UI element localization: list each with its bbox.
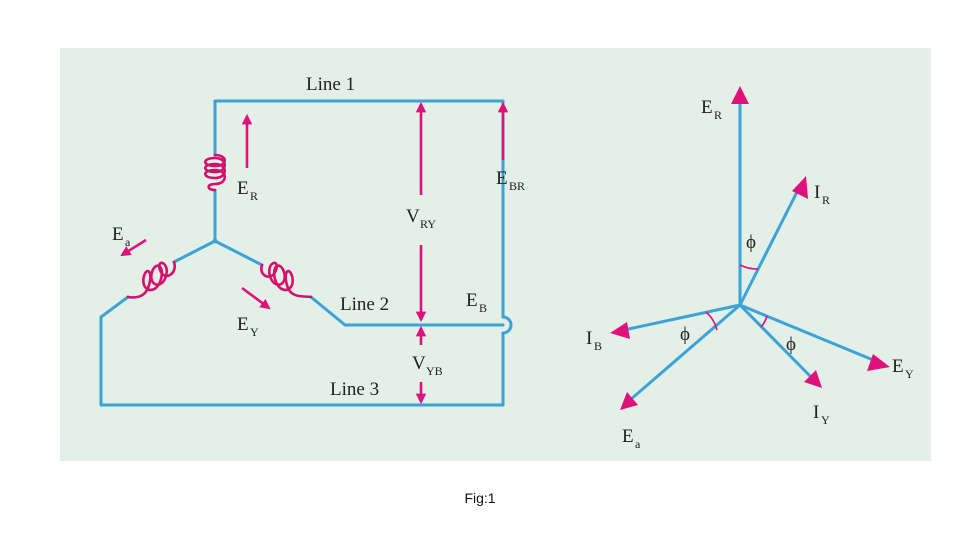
figure-caption: Fig:1	[464, 490, 496, 506]
line-1-label: Line 1	[306, 74, 355, 95]
svg-text:E: E	[892, 356, 904, 377]
label-e-b: E B	[466, 290, 487, 315]
svg-text:RY: RY	[420, 217, 436, 231]
phasor-i-r-head	[792, 176, 808, 199]
angle-arc-b	[705, 311, 718, 331]
svg-text:R: R	[714, 108, 722, 122]
svg-text:B: B	[479, 301, 487, 315]
angle-arc-y	[760, 315, 768, 328]
angle-arc-r	[739, 264, 759, 270]
svg-text:R: R	[822, 193, 830, 207]
e-a-arrow	[120, 238, 147, 257]
phasor-e-r-head	[731, 86, 749, 104]
label-v-yb: V YB	[412, 353, 443, 378]
svg-text:E: E	[112, 224, 124, 245]
angle-phi-r: ϕ	[746, 232, 756, 253]
phasor-e-a	[629, 303, 741, 402]
star-point	[212, 238, 218, 244]
label-e-br: E BR	[496, 168, 525, 193]
phasor-i-y	[738, 303, 814, 380]
svg-text:Y: Y	[905, 367, 914, 381]
label-e-y: E Y	[237, 314, 259, 339]
coil-a-phase	[126, 260, 176, 299]
svg-text:Y: Y	[250, 325, 259, 339]
label-phasor-i-r: I R	[814, 182, 830, 207]
phasor-e-y	[739, 303, 879, 364]
svg-text:Y: Y	[821, 413, 830, 427]
line-2-label: Line 2	[340, 294, 389, 315]
label-e-a: E a	[112, 224, 131, 249]
figure-panel: Line 1 Line 2 Line 3 E R E Y E a V RY V …	[60, 48, 931, 461]
svg-text:I: I	[586, 328, 592, 349]
phasor-e-y-head	[867, 354, 890, 371]
label-v-ry: V RY	[406, 206, 436, 231]
coil-r-phase	[203, 153, 227, 192]
phasor-e-a-head	[620, 392, 638, 410]
label-phasor-e-r: E R	[701, 97, 722, 122]
angle-phi-y: ϕ	[786, 334, 796, 355]
phasor-i-y-head	[804, 370, 822, 388]
e-y-arrow	[241, 286, 271, 310]
svg-text:I: I	[813, 402, 819, 423]
y-phase-branch	[213, 239, 264, 267]
svg-text:E: E	[237, 178, 249, 199]
svg-text:V: V	[412, 353, 426, 374]
phasor-i-b-head	[610, 322, 630, 339]
a-phase-branch	[172, 239, 217, 264]
svg-text:E: E	[237, 314, 249, 335]
svg-text:R: R	[250, 189, 258, 203]
svg-text:E: E	[496, 168, 508, 189]
line-2-wire	[309, 295, 505, 327]
label-e-r: E R	[237, 178, 258, 203]
line-3-wire	[99, 295, 505, 407]
svg-text:E: E	[466, 290, 478, 311]
svg-text:YB: YB	[426, 364, 443, 378]
line-1-wire	[213, 99, 505, 319]
svg-text:BR: BR	[509, 179, 525, 193]
svg-text:V: V	[406, 206, 420, 227]
figure-canvas: Line 1 Line 2 Line 3 E R E Y E a V RY V …	[99, 74, 914, 451]
label-phasor-e-y: E Y	[892, 356, 914, 381]
label-phasor-e-a: E a	[622, 426, 641, 451]
svg-text:a: a	[635, 437, 641, 451]
phasor-diagram: ϕ ϕ ϕ E R I R E Y I Y I B E a	[586, 86, 914, 451]
angle-phi-b: ϕ	[680, 324, 690, 345]
circuit-wiring	[99, 99, 513, 407]
coil-y-phase	[260, 261, 313, 299]
svg-text:a: a	[125, 235, 131, 249]
phasor-i-r	[738, 189, 800, 306]
line-2-crossover	[501, 315, 513, 407]
svg-text:E: E	[622, 426, 634, 447]
label-phasor-i-b: I B	[586, 328, 602, 353]
phasor-i-b	[623, 303, 741, 332]
svg-text:E: E	[701, 97, 713, 118]
line-3-label: Line 3	[330, 379, 379, 400]
label-phasor-i-y: I Y	[813, 402, 830, 427]
svg-text:B: B	[594, 339, 602, 353]
svg-text:I: I	[814, 182, 820, 203]
